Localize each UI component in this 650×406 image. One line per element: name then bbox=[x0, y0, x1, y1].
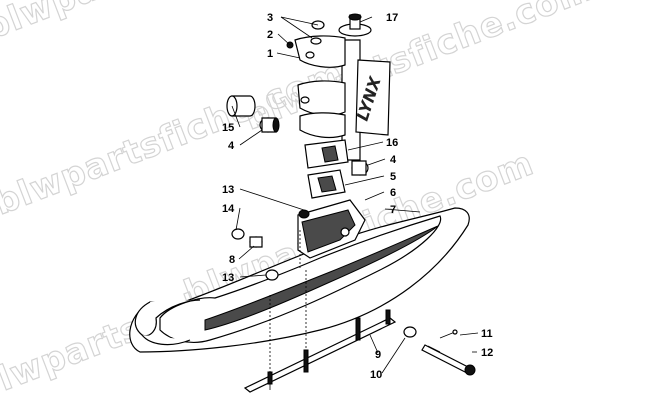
bushing-part bbox=[226, 95, 280, 133]
leader-lines bbox=[231, 16, 479, 374]
callout-13-upper: 13 bbox=[222, 184, 234, 196]
callout-17: 17 bbox=[386, 12, 398, 24]
callout-8: 8 bbox=[229, 254, 235, 266]
callout-7: 7 bbox=[390, 204, 396, 216]
callout-9: 9 bbox=[375, 349, 381, 361]
bolt-part bbox=[403, 326, 476, 376]
callout-4-upper: 4 bbox=[228, 140, 235, 152]
callout-12: 12 bbox=[481, 347, 493, 359]
spindle-block-part bbox=[307, 169, 346, 199]
saddle-part bbox=[297, 199, 366, 270]
callout-10: 10 bbox=[370, 369, 382, 381]
watermark-text-1: blwpartsfiche.com bbox=[0, 0, 339, 48]
spindle-part: LYNX bbox=[294, 35, 391, 161]
callout-4-lower: 4 bbox=[390, 154, 397, 166]
callout-6: 6 bbox=[390, 187, 396, 199]
callout-2: 2 bbox=[267, 29, 273, 41]
side-hardware bbox=[231, 209, 310, 281]
spindle-cap-part bbox=[338, 13, 372, 37]
callout-15: 15 bbox=[222, 122, 234, 134]
callout-11: 11 bbox=[481, 328, 493, 340]
wear-bar-part bbox=[243, 270, 397, 393]
callout-labels: 3 2 1 17 15 4 16 4 5 6 7 13 14 8 13 9 10… bbox=[222, 12, 493, 381]
callout-16: 16 bbox=[386, 137, 398, 149]
watermark: blwpartsfiche.com blwpartsfiche.com blwp… bbox=[0, 0, 600, 406]
clamp-part bbox=[304, 139, 369, 176]
callout-5: 5 bbox=[390, 171, 396, 183]
callout-14: 14 bbox=[222, 203, 235, 215]
callout-3: 3 bbox=[267, 12, 273, 24]
callout-13-lower: 13 bbox=[222, 272, 234, 284]
callout-1: 1 bbox=[267, 48, 273, 60]
